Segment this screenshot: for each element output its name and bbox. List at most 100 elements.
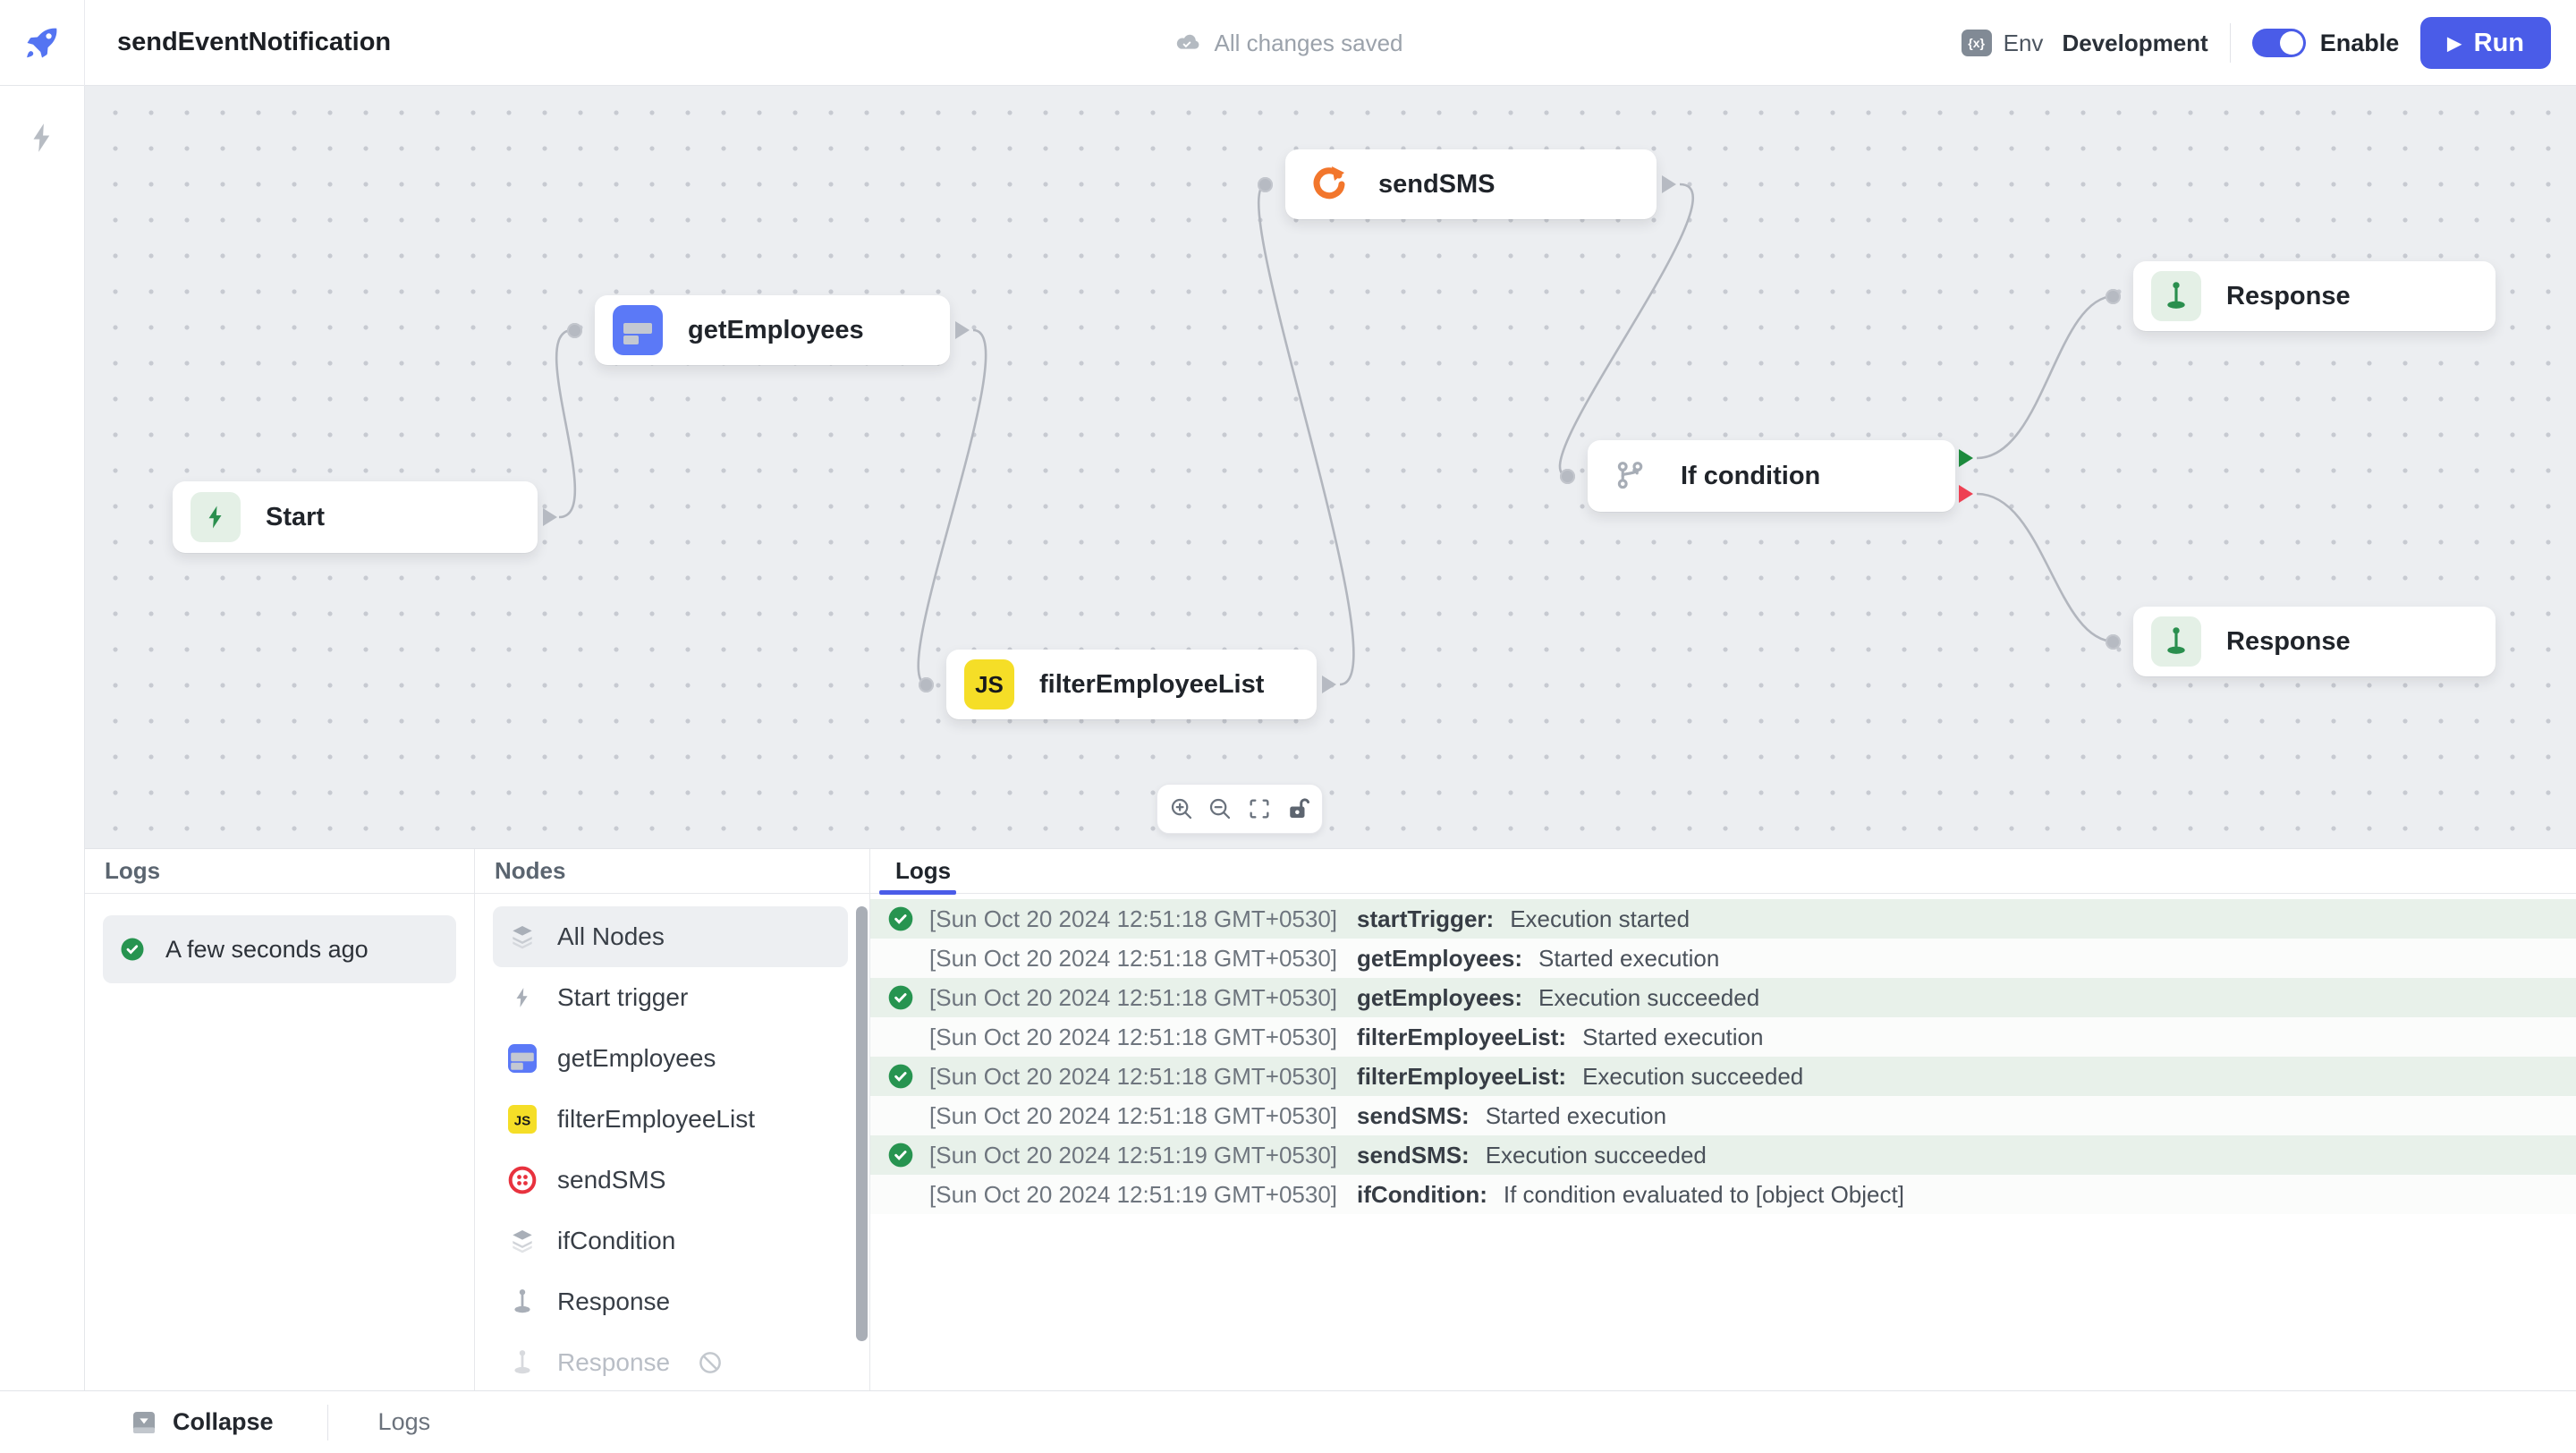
output-port-arrow[interactable] <box>955 321 970 339</box>
output-port-arrow[interactable] <box>543 508 557 526</box>
bottom-panel: Logs A few seconds ago Nodes All Nodes S… <box>85 848 2576 1390</box>
log-entry: [Sun Oct 20 2024 12:51:19 GMT+0530] ifCo… <box>870 1175 2576 1214</box>
input-port[interactable] <box>2106 634 2121 650</box>
input-port[interactable] <box>919 677 934 693</box>
log-entry: [Sun Oct 20 2024 12:51:18 GMT+0530] getE… <box>870 939 2576 978</box>
output-port-arrow[interactable] <box>1662 175 1676 193</box>
nodes-list-item-starttrigger[interactable]: Start trigger <box>493 967 848 1028</box>
toggle-knob <box>2279 31 2303 55</box>
edges-layer <box>555 183 2115 686</box>
collapse-panel-icon <box>133 1411 155 1433</box>
input-port[interactable] <box>1258 177 1273 192</box>
collapse-button[interactable]: Collapse <box>130 1408 274 1437</box>
input-port[interactable] <box>2106 289 2121 304</box>
zoom-in-icon[interactable] <box>1166 794 1197 824</box>
node-filteremployeelist[interactable]: JS filterEmployeeList <box>919 650 1336 719</box>
response-pin-icon <box>2151 616 2201 667</box>
input-port[interactable] <box>1560 469 1575 484</box>
nodes-pane: Nodes All Nodes Start trigger getEmploye… <box>475 849 870 1390</box>
log-rows: [Sun Oct 20 2024 12:51:18 GMT+0530] star… <box>870 899 2576 1214</box>
postgres-table-icon <box>507 1043 538 1074</box>
edge-getemployees-filter <box>917 328 987 686</box>
nodes-list: All Nodes Start trigger getEmployees JS … <box>475 894 869 1389</box>
workflow-canvas[interactable]: Start getEmployees sendSMS JS filterEmpl… <box>85 86 2576 848</box>
workflow-title: sendEventNotification <box>117 28 392 56</box>
zoom-out-icon[interactable] <box>1205 794 1235 824</box>
fit-view-icon[interactable] <box>1244 794 1275 824</box>
layers-icon <box>507 922 538 952</box>
node-response-top[interactable]: Response <box>2106 261 2496 331</box>
success-check-icon <box>888 1143 913 1168</box>
svg-text:JS: JS <box>514 1113 531 1128</box>
node-label: Start <box>266 502 326 531</box>
play-icon: ▶ <box>2447 33 2462 54</box>
edge-sendsms-ifcondition <box>1558 183 1695 478</box>
loop-arrow-icon <box>1303 159 1353 209</box>
rocket-icon <box>27 28 57 57</box>
logs-tab-bar: Logs <box>870 849 2576 895</box>
tab-logs[interactable]: Logs <box>895 857 952 884</box>
nodes-list-item-all[interactable]: All Nodes <box>493 906 848 967</box>
cloud-check-icon <box>1176 34 1199 49</box>
canvas-controls <box>1157 784 1323 834</box>
header-divider <box>2229 23 2231 63</box>
run-timestamp: A few seconds ago <box>165 935 369 963</box>
nodes-list-item-sendsms[interactable]: sendSMS <box>493 1150 848 1211</box>
node-response-bottom[interactable]: Response <box>2106 607 2496 676</box>
node-sendsms[interactable]: sendSMS <box>1258 149 1676 219</box>
edge-if-true-response <box>1976 294 2115 460</box>
node-label: If condition <box>1681 461 1821 490</box>
footer-logs-toggle[interactable]: Logs <box>377 1408 431 1435</box>
enable-toggle[interactable] <box>2251 29 2306 57</box>
autosave-label: All changes saved <box>1214 29 1403 56</box>
node-ifcondition[interactable]: If condition <box>1560 440 1973 512</box>
runs-pane-header: Logs <box>85 849 474 894</box>
nodes-list-item-filteremployeelist[interactable]: JS filterEmployeeList <box>493 1089 848 1150</box>
lock-icon[interactable] <box>1283 794 1313 824</box>
false-branch-arrow[interactable] <box>1959 485 1973 503</box>
edge-filter-sendsms <box>1257 183 1355 686</box>
log-entry: [Sun Oct 20 2024 12:51:18 GMT+0530] star… <box>870 899 2576 939</box>
env-var-icon: {x} <box>1961 30 1992 56</box>
nodes-pane-header: Nodes <box>475 849 869 894</box>
runs-pane: Logs A few seconds ago <box>85 849 475 1390</box>
log-entry: [Sun Oct 20 2024 12:51:18 GMT+0530] getE… <box>870 978 2576 1017</box>
output-port-arrow[interactable] <box>1322 676 1336 693</box>
run-label: Run <box>2473 28 2524 57</box>
run-button[interactable]: ▶ Run <box>2420 17 2551 69</box>
left-sidebar <box>0 86 85 1390</box>
log-entry: [Sun Oct 20 2024 12:51:18 GMT+0530] send… <box>870 1096 2576 1135</box>
app-logo[interactable] <box>0 0 85 86</box>
trigger-bolt-icon[interactable] <box>25 118 59 157</box>
start-bolt-icon <box>191 492 241 542</box>
response-pin-icon <box>507 1347 538 1378</box>
top-bar: sendEventNotification All changes saved … <box>0 0 2576 86</box>
log-entry: [Sun Oct 20 2024 12:51:19 GMT+0530] send… <box>870 1135 2576 1175</box>
nodes-list-item-response-disabled[interactable]: Response <box>493 1332 848 1389</box>
footer-divider <box>326 1404 328 1440</box>
env-label: Env <box>2003 29 2044 56</box>
true-branch-arrow[interactable] <box>1959 449 1973 467</box>
js-icon: JS <box>507 1104 538 1134</box>
edge-start-getemployees <box>555 328 577 519</box>
success-check-icon <box>888 985 913 1010</box>
success-check-icon <box>888 906 913 931</box>
node-start[interactable]: Start <box>173 481 557 553</box>
edge-if-false-response <box>1976 492 2115 643</box>
nodes-scrollbar[interactable] <box>856 906 868 1341</box>
active-tab-underline <box>879 890 956 895</box>
twilio-icon <box>507 1165 538 1195</box>
nodes-list-item-response[interactable]: Response <box>493 1271 848 1332</box>
input-port[interactable] <box>567 323 582 338</box>
node-label: Response <box>2226 626 2351 656</box>
run-history-item[interactable]: A few seconds ago <box>103 915 456 983</box>
environment-selector[interactable]: {x} Env Development <box>1961 29 2208 57</box>
nodes-list-item-getemployees[interactable]: getEmployees <box>493 1028 848 1089</box>
status-bar: Collapse Logs <box>0 1390 2576 1453</box>
env-value: Development <box>2062 29 2208 56</box>
node-getemployees[interactable]: getEmployees <box>567 295 970 365</box>
response-pin-icon <box>507 1287 538 1317</box>
nodes-list-item-ifcondition[interactable]: ifCondition <box>493 1211 848 1271</box>
response-pin-icon <box>2151 271 2201 321</box>
log-entry: [Sun Oct 20 2024 12:51:18 GMT+0530] filt… <box>870 1017 2576 1057</box>
